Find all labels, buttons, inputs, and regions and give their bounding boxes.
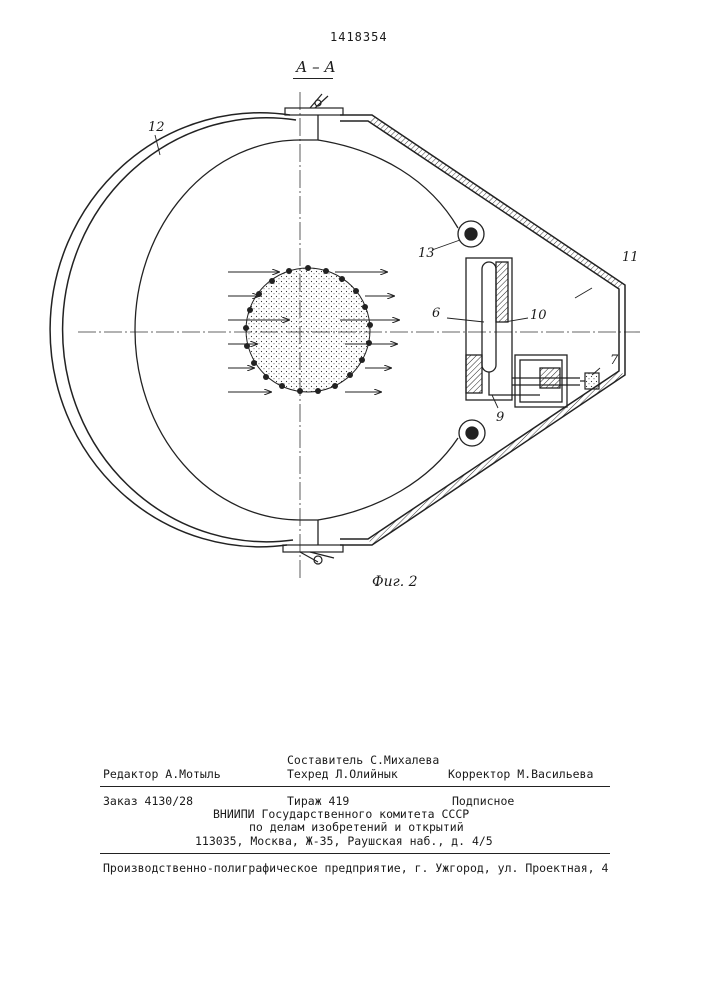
rule-top bbox=[100, 786, 610, 787]
callout-9: 9 bbox=[496, 410, 504, 425]
section-underline bbox=[293, 78, 333, 79]
circulation-line: Тираж 419 bbox=[287, 794, 349, 808]
compiler-line: Составитель С.Михалева bbox=[287, 753, 439, 767]
org-line-1: ВНИИПИ Государственного комитета СССР bbox=[213, 807, 469, 821]
pivot-upper bbox=[458, 221, 484, 247]
rule-bottom bbox=[100, 853, 610, 854]
sample-bundle bbox=[243, 265, 373, 394]
techred-line: Техред Л.Олийнык bbox=[287, 767, 398, 781]
bottom-clamp bbox=[283, 545, 343, 564]
detector-7 bbox=[580, 373, 599, 389]
callout-7: 7 bbox=[610, 353, 618, 368]
callout-12: 12 bbox=[148, 120, 165, 135]
callout-11: 11 bbox=[622, 250, 639, 265]
order-line: Заказ 4130/28 bbox=[103, 794, 193, 808]
figure-caption: Фиг. 2 bbox=[372, 574, 418, 590]
corrector-line: Корректор М.Васильева bbox=[448, 767, 593, 781]
top-clamp bbox=[285, 94, 343, 115]
subscription-line: Подписное bbox=[452, 794, 514, 808]
callout-10: 10 bbox=[530, 308, 547, 323]
section-label: А – А bbox=[296, 58, 336, 76]
callout-6: 6 bbox=[432, 306, 440, 321]
pivot-lower bbox=[459, 420, 485, 446]
technical-drawing bbox=[0, 0, 707, 640]
callout-13: 13 bbox=[418, 246, 435, 261]
address-line: 113035, Москва, Ж-35, Раушская наб., д. … bbox=[195, 834, 493, 848]
printer-line: Производственно-полиграфическое предприя… bbox=[103, 861, 608, 875]
org-line-2: по делам изобретений и открытий bbox=[249, 820, 464, 834]
editor-line: Редактор А.Мотыль bbox=[103, 767, 221, 781]
source-assembly bbox=[466, 258, 580, 407]
